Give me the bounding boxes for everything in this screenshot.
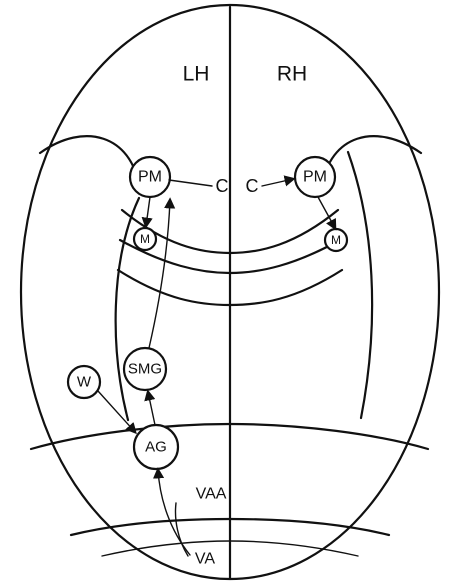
- svg-text:SMG: SMG: [128, 361, 162, 378]
- va-to-vaa: [174, 502, 189, 557]
- right-hemisphere-label: RH: [277, 63, 307, 86]
- commissure-right-to-pm: [261, 175, 296, 187]
- visual-association-boundary: [29, 422, 430, 451]
- vaa-label: VAA: [196, 486, 227, 503]
- w-to-ag: [97, 390, 137, 435]
- left-premotor-node: PM: [128, 155, 172, 199]
- smg-to-left-pm: [148, 197, 176, 349]
- svg-text:AG: AG: [145, 439, 167, 456]
- ag-to-smg: [144, 389, 156, 426]
- svg-text:M: M: [331, 233, 341, 247]
- right-lateral-fissure: [346, 150, 374, 420]
- motor-band-upper: [120, 208, 340, 255]
- svg-text:PM: PM: [138, 169, 162, 186]
- smg-node: SMG: [122, 346, 168, 392]
- motor-band-mid: [118, 238, 342, 275]
- left-motor-node: M: [132, 226, 158, 252]
- commissure-left-label: C: [216, 176, 229, 196]
- left-hemisphere-label: LH: [183, 63, 210, 86]
- central-sulcus-arc: [38, 135, 141, 188]
- svg-text:PM: PM: [303, 169, 327, 186]
- commissure-right-label: C: [246, 176, 259, 196]
- left-lateral-fissure: [114, 196, 141, 422]
- pathways: [97, 175, 337, 557]
- visual-area-boundary: [69, 517, 391, 537]
- pm-to-commissure-left: [168, 179, 213, 187]
- visual-area-inner-boundary: [101, 540, 359, 557]
- right-premotor-node: PM: [293, 155, 337, 199]
- w-node: W: [66, 364, 102, 400]
- va-label: VA: [195, 551, 215, 568]
- ag-node: AG: [132, 423, 180, 471]
- motor-band-lower: [116, 268, 344, 307]
- left-pm-to-m: [141, 196, 153, 229]
- svg-text:W: W: [77, 374, 92, 391]
- right-pm-to-m: [317, 196, 337, 231]
- va-to-ag: [152, 467, 191, 556]
- svg-text:M: M: [140, 232, 150, 246]
- central-sulcus-arc: [320, 135, 423, 188]
- right-motor-node: M: [323, 227, 349, 253]
